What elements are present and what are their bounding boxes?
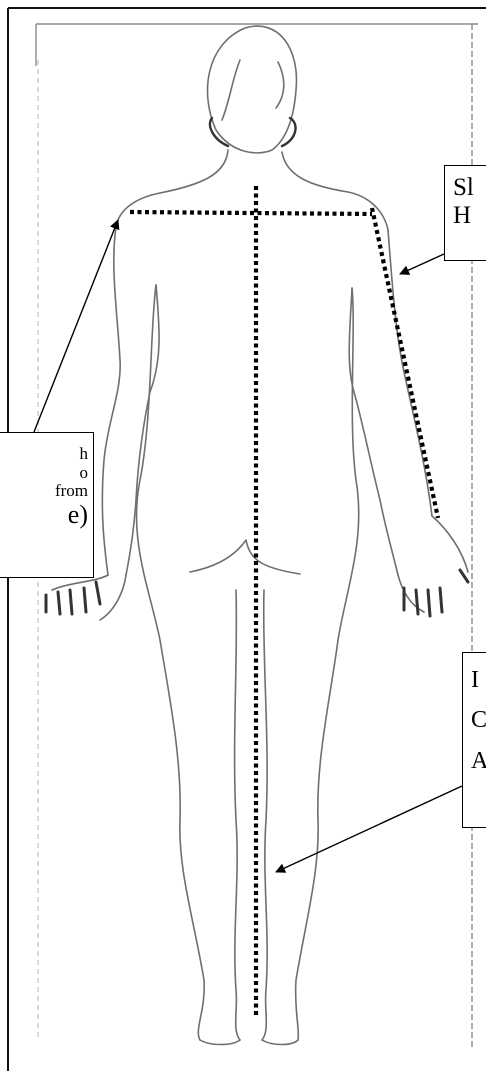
bottom-right-callout-box: I C A [462, 652, 486, 828]
top-right-callout-arrow [400, 254, 444, 274]
callout-text: from [0, 482, 93, 501]
shoulder-width-line [130, 212, 372, 214]
top-right-callout-box: Sl H [444, 165, 486, 261]
inner-frame [36, 24, 478, 1050]
bottom-right-callout-arrow [276, 786, 462, 872]
arm-length-line [372, 208, 438, 518]
left-callout-box: h o from e) [0, 432, 94, 578]
callout-text: e) [0, 501, 93, 530]
callout-text: C [471, 707, 486, 733]
measurement-lines [130, 186, 438, 1015]
callout-text: o [0, 464, 93, 483]
callout-text: H [453, 202, 486, 230]
callout-text: Sl [453, 174, 486, 202]
callout-text: h [0, 445, 93, 464]
callout-text: I [471, 667, 486, 693]
callout-text: A [471, 748, 486, 774]
left-callout-arrow [34, 220, 118, 432]
